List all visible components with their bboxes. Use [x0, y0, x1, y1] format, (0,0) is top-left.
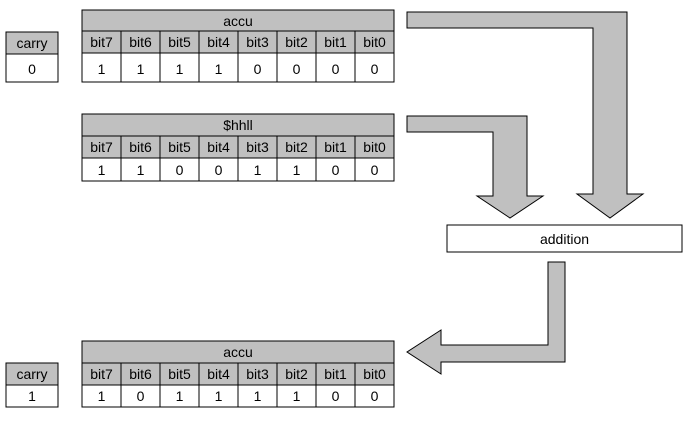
bit-label: bit6 [129, 139, 152, 155]
bit-label: bit0 [363, 139, 386, 155]
addition-box-frame [446, 224, 683, 253]
bit-label: bit7 [90, 139, 113, 155]
carry-label: carry [16, 366, 47, 382]
bit-value: 1 [137, 162, 145, 178]
bit-label: bit2 [285, 366, 308, 382]
bit-value: 0 [137, 388, 145, 404]
bit-value-cell [276, 52, 317, 83]
bit-value: 1 [215, 388, 223, 404]
bit-value: 1 [98, 162, 106, 178]
carry-value-cell [5, 53, 59, 83]
carry-value-cell [5, 384, 59, 408]
bit-label: bit4 [207, 366, 230, 382]
bit-label: bit1 [324, 139, 347, 155]
bit-value: 0 [332, 162, 340, 178]
carry-before-value: 0 [28, 61, 36, 77]
bit-value: 1 [176, 388, 184, 404]
carry-after-value: 1 [28, 388, 36, 404]
bit-value-cell [81, 52, 122, 83]
bit-value-cell [354, 52, 395, 83]
bit-label: bit7 [90, 34, 113, 50]
bit-label-row: bit7 bit6 bit5 bit4 bit3 bit2 bit1 bit0 [81, 362, 395, 386]
arrow-addition-to-accu [406, 261, 566, 375]
bit-label: bit0 [363, 34, 386, 50]
bit-value: 0 [293, 61, 301, 77]
bit-label: bit4 [207, 139, 230, 155]
bit-label-row: bit7 bit6 bit5 bit4 bit3 bit2 bit1 bit0 [81, 30, 395, 54]
bit-value-cell [198, 52, 239, 83]
bit-label: bit7 [90, 366, 113, 382]
bit-value: 1 [98, 61, 106, 77]
bit-value-cell [237, 52, 278, 83]
bit-value: 1 [293, 162, 301, 178]
carry-after-box: carry 1 [5, 362, 59, 408]
bit-value-cell [120, 52, 161, 83]
bit-value: 0 [176, 162, 184, 178]
bit-value: 1 [176, 61, 184, 77]
arrow-operand-to-addition [406, 115, 545, 219]
bit-value-cell [315, 52, 356, 83]
bit-label-row: bit7 bit6 bit5 bit4 bit3 bit2 bit1 bit0 [81, 135, 395, 159]
carry-before-box: carry 0 [5, 31, 59, 83]
bit-value: 0 [332, 61, 340, 77]
bit-label: bit3 [246, 366, 269, 382]
bit-label: bit6 [129, 366, 152, 382]
bit-value: 1 [254, 162, 262, 178]
bit-value: 0 [371, 61, 379, 77]
register-title: accu [223, 344, 253, 360]
bit-label: bit0 [363, 366, 386, 382]
bit-label: bit1 [324, 34, 347, 50]
bit-label: bit4 [207, 34, 230, 50]
bit-label: bit3 [246, 139, 269, 155]
bit-value-row: 1 0 1 1 1 1 0 0 [81, 384, 395, 408]
bit-value: 0 [215, 162, 223, 178]
bit-label: bit2 [285, 139, 308, 155]
bit-label: bit5 [168, 34, 191, 50]
bit-value-row: 1 1 1 1 0 0 0 0 [81, 52, 395, 83]
bit-value-cell [159, 52, 200, 83]
bit-label: bit5 [168, 139, 191, 155]
bit-label: bit3 [246, 34, 269, 50]
bit-label: bit1 [324, 366, 347, 382]
bit-value: 0 [332, 388, 340, 404]
register-accu-before: accu bit7 bit6 bit5 bit4 bit3 bit2 bit1 … [81, 9, 395, 83]
bit-label: bit6 [129, 34, 152, 50]
register-title: accu [223, 13, 253, 29]
register-accu-after: accu bit7 bit6 bit5 bit4 bit3 bit2 bit1 … [81, 340, 395, 408]
bit-value: 1 [98, 388, 106, 404]
bit-value: 0 [254, 61, 262, 77]
addition-label: addition [540, 231, 589, 247]
bit-value-cell [354, 384, 395, 408]
bit-value: 1 [137, 61, 145, 77]
bit-value-cell [354, 157, 395, 182]
arrow-accu-to-addition [406, 11, 645, 219]
bit-value: 1 [293, 388, 301, 404]
register-title: $hhll [223, 117, 253, 133]
register-operand: $hhll bit7 bit6 bit5 bit4 bit3 bit2 bit1… [81, 113, 395, 182]
bit-value: 0 [371, 388, 379, 404]
bit-value: 0 [371, 162, 379, 178]
bit-value: 1 [215, 61, 223, 77]
bit-label: bit2 [285, 34, 308, 50]
bit-label: bit5 [168, 366, 191, 382]
bit-value: 1 [254, 388, 262, 404]
addition-box: addition [446, 224, 683, 253]
bit-value-row: 1 1 0 0 1 1 0 0 [81, 157, 395, 182]
carry-label: carry [16, 35, 47, 51]
